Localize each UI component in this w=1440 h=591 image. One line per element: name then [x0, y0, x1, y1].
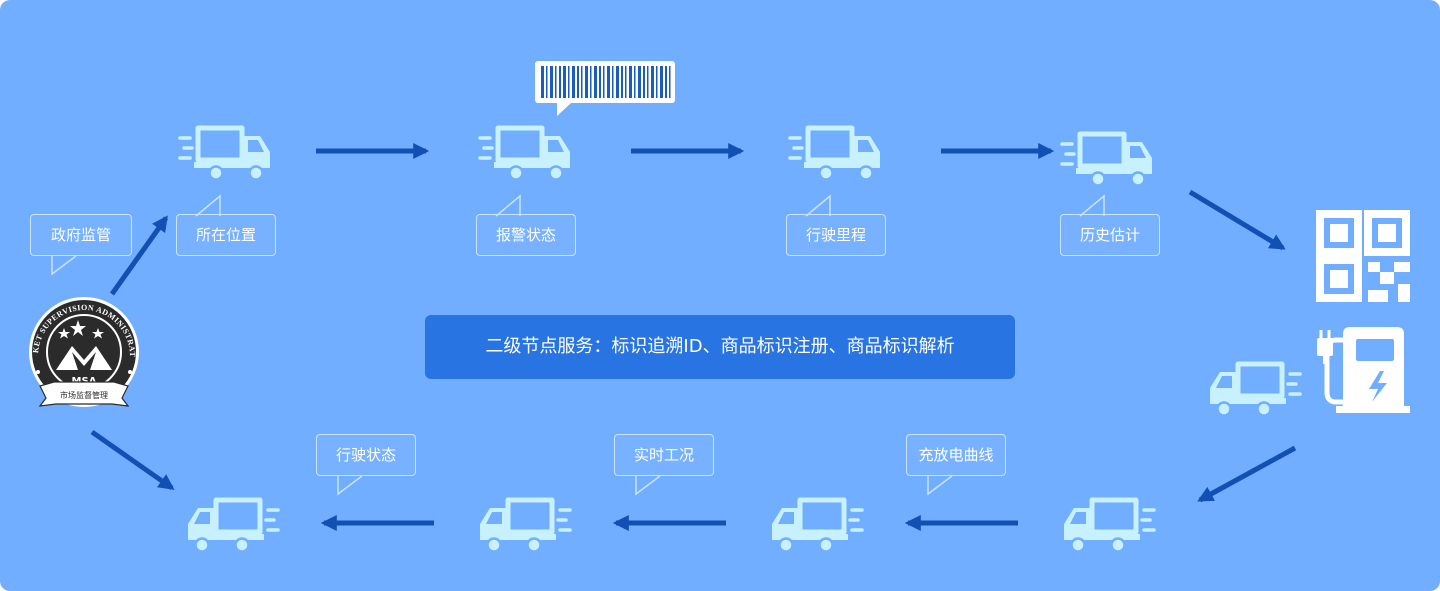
label-charging: 充放电曲线	[906, 434, 1006, 476]
truck-icon-5	[1064, 500, 1154, 552]
charging-station-icon	[1317, 327, 1410, 413]
bubble-tail-charging	[927, 475, 953, 496]
truck-icon-2	[480, 128, 570, 180]
truck-icon-3	[790, 128, 880, 180]
seal-ribbon-text: 市场监督管理	[60, 390, 108, 400]
arrow-from-charger	[1197, 445, 1297, 503]
truck-icon-6	[772, 500, 862, 552]
arrow-to-qr	[1188, 189, 1286, 251]
bubble-tail-mileage	[805, 194, 831, 217]
truck-icon-charging	[1210, 364, 1300, 416]
arrow-seal-to-bottom	[90, 429, 175, 491]
bubble-tail-gov	[51, 255, 77, 276]
truck-icon-7	[480, 500, 570, 552]
label-location: 所在位置	[176, 214, 276, 256]
label-alarm: 报警状态	[476, 214, 576, 256]
label-gov: 政府监管	[30, 214, 132, 256]
label-estimate: 历史估计	[1060, 214, 1160, 256]
bubble-tail-driving-status	[337, 475, 363, 496]
label-mileage: 行驶里程	[786, 214, 886, 256]
qr-code-icon	[1316, 210, 1410, 302]
bubble-tail-location	[195, 194, 221, 217]
label-driving-status: 行驶状态	[316, 434, 416, 476]
arrow-seal-to-top	[109, 215, 169, 296]
truck-icon-4	[1062, 134, 1152, 186]
truck-icon-8	[188, 500, 278, 552]
bubble-tail-alarm	[495, 194, 521, 217]
label-realtime: 实时工况	[614, 434, 714, 476]
msa-seal-logo: MARKET SUPERVISION ADMINISTRATION MSA 市场…	[0, 0, 139, 407]
bubble-tail-realtime	[635, 475, 661, 496]
barcode-icon	[535, 61, 675, 116]
truck-icon-1	[180, 128, 270, 180]
service-bar: 二级节点服务：标识追溯ID、商品标识注册、商品标识解析	[425, 315, 1015, 379]
bubble-tail-estimate	[1079, 194, 1105, 217]
